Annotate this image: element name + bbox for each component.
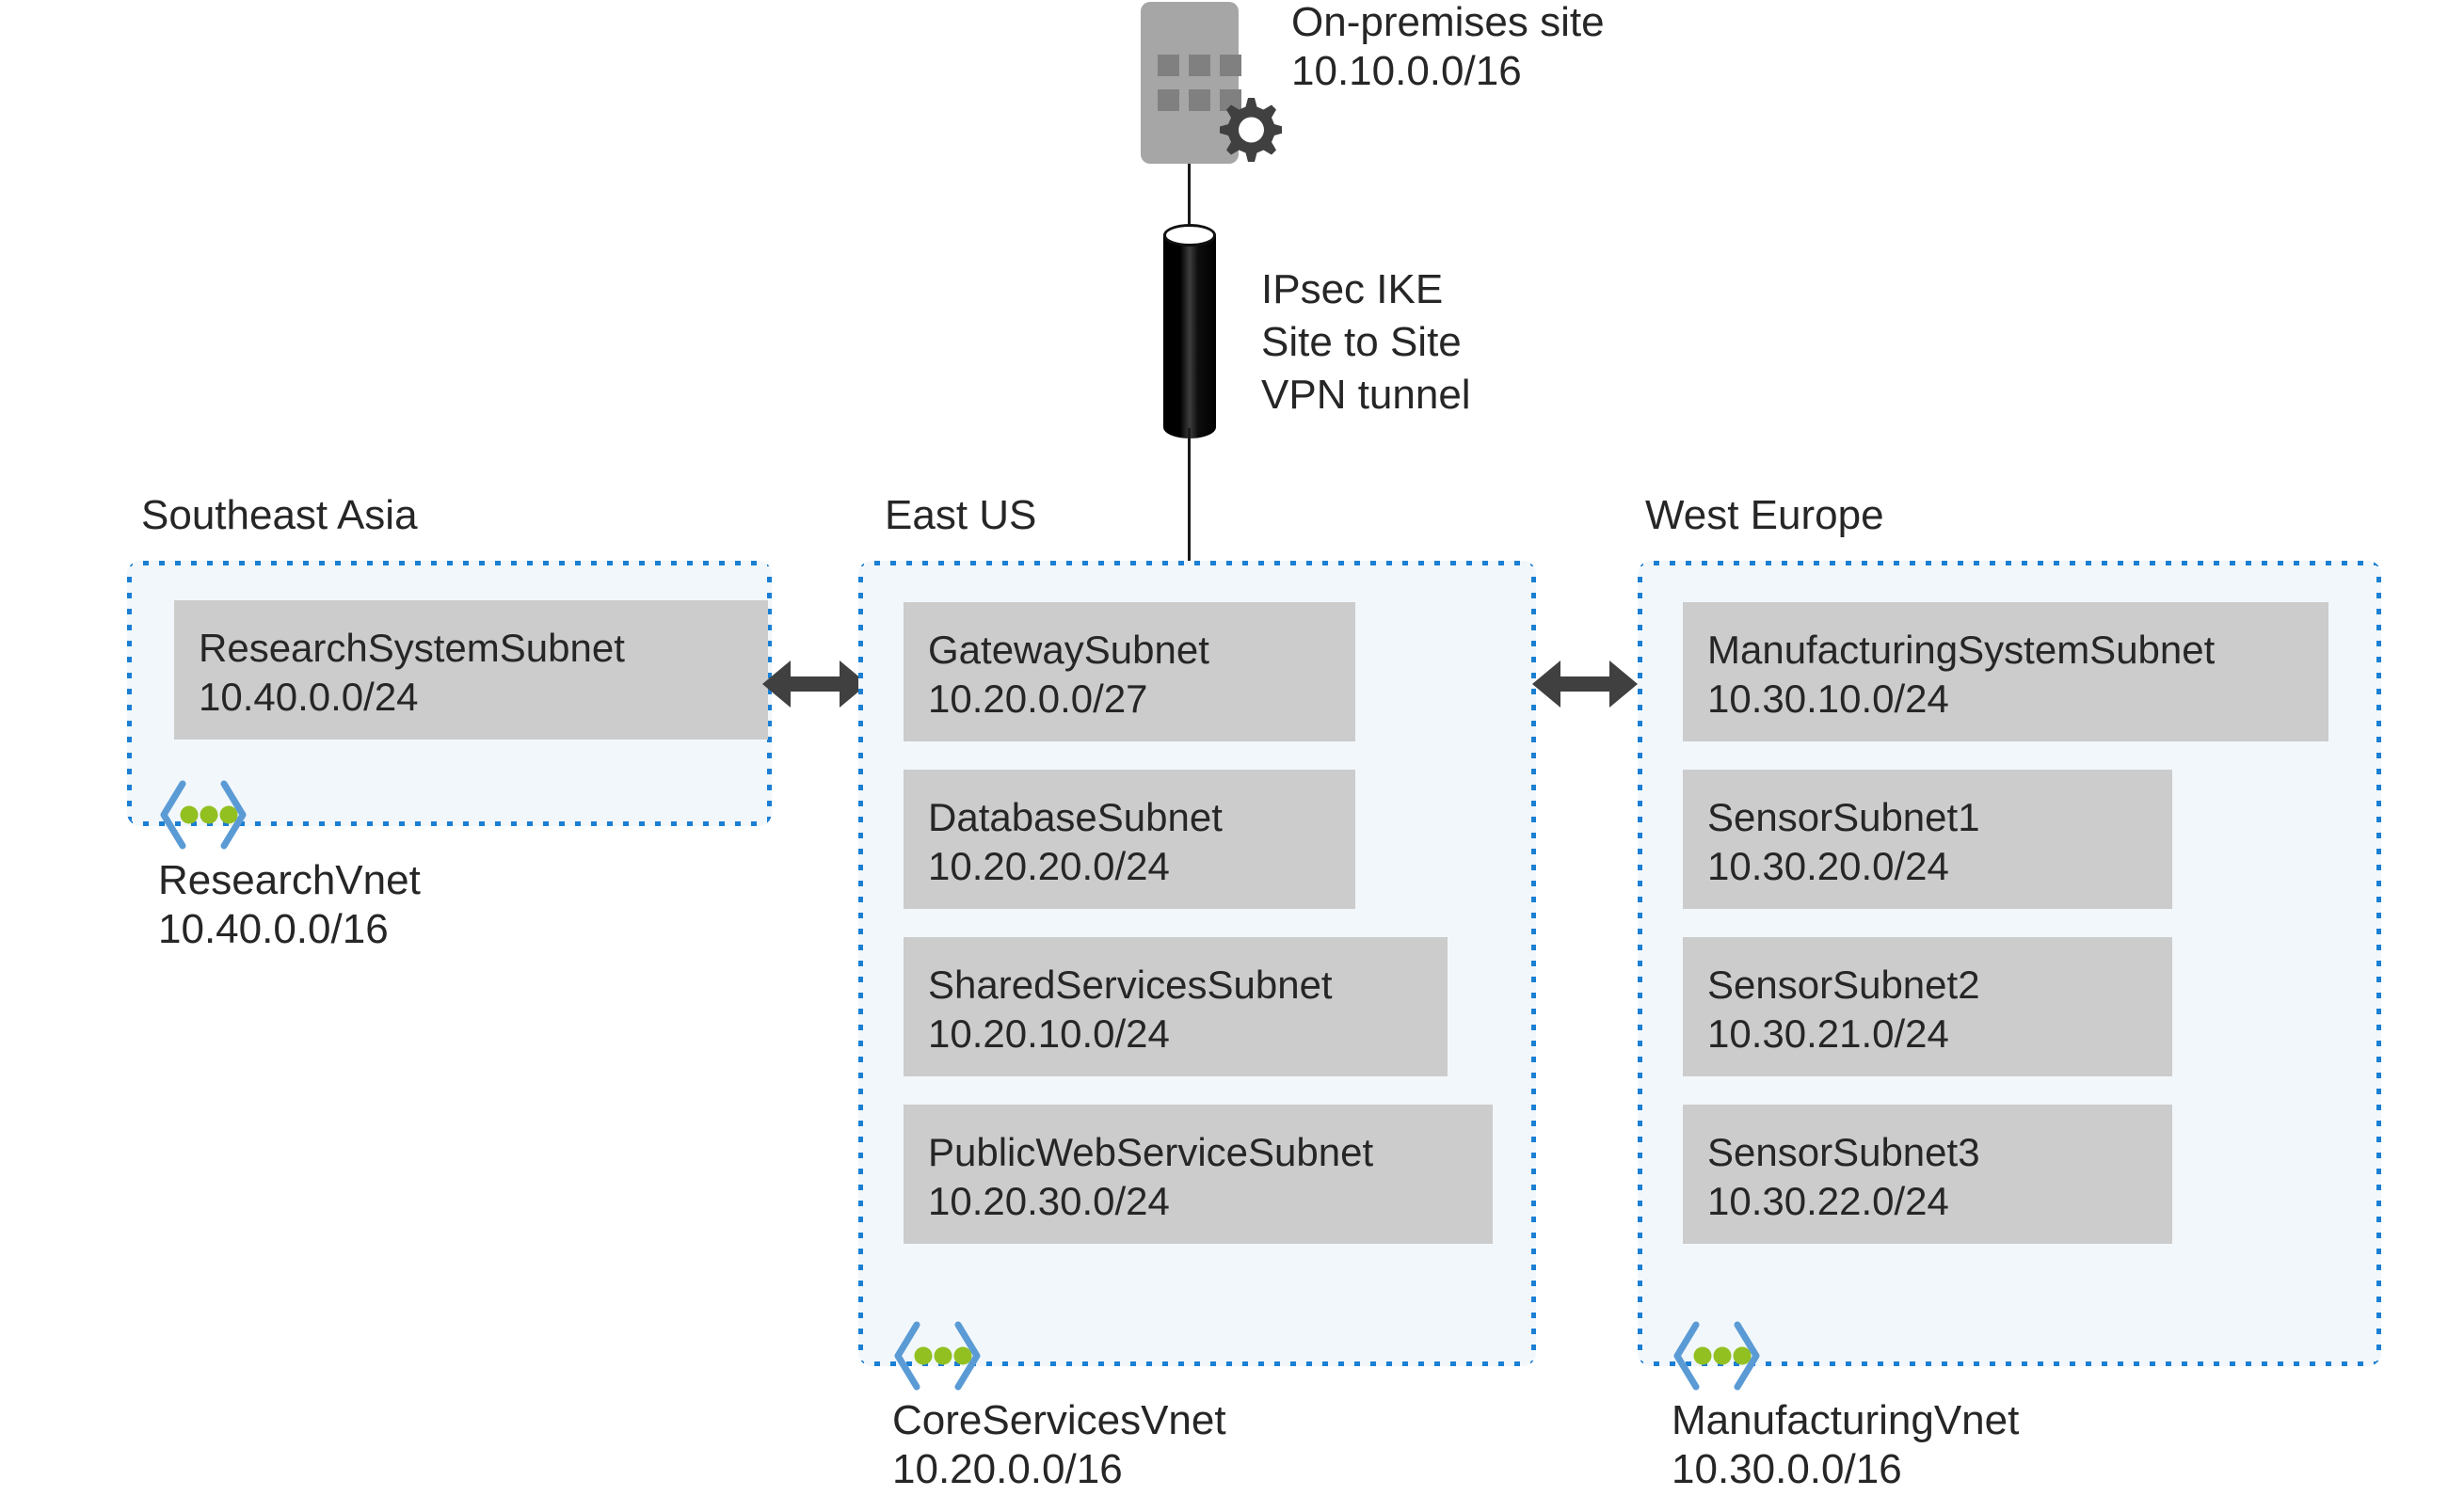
tunnel-cylinder-opening [1163, 224, 1216, 247]
subnet-cidr: 10.30.22.0/24 [1707, 1179, 1949, 1223]
building-window [1220, 55, 1241, 76]
vpn-connector-line-top [1188, 164, 1191, 230]
subnet-box-sensor-1[interactable]: SensorSubnet1 10.30.20.0/24 [1683, 770, 2172, 909]
subnet-name: ManufacturingSystemSubnet [1707, 628, 2216, 672]
vnet-cidr-manufacturing: 10.30.0.0/16 [1672, 1446, 1902, 1492]
subnet-box-database[interactable]: DatabaseSubnet 10.20.20.0/24 [904, 770, 1355, 909]
vnet-icon [894, 1321, 981, 1391]
vpn-tunnel-label-line1: IPsec IKE [1261, 266, 1444, 312]
subnet-box-research-system[interactable]: ResearchSystemSubnet 10.40.0.0/24 [174, 600, 768, 740]
region-label-east-us: East US [885, 492, 1037, 538]
subnet-cidr: 10.30.21.0/24 [1707, 1011, 1949, 1056]
vnet-icon [1673, 1321, 1760, 1391]
building-window [1189, 89, 1210, 111]
subnet-box-gateway[interactable]: GatewaySubnet 10.20.0.0/27 [904, 602, 1355, 741]
subnet-name: SensorSubnet3 [1707, 1130, 1980, 1174]
building-window [1158, 89, 1179, 111]
vnet-container-core-services[interactable]: GatewaySubnet 10.20.0.0/27 DatabaseSubne… [858, 561, 1536, 1366]
subnet-box-sensor-2[interactable]: SensorSubnet2 10.30.21.0/24 [1683, 937, 2172, 1076]
region-label-southeast-asia: Southeast Asia [141, 492, 418, 538]
subnet-name: DatabaseSubnet [928, 795, 1223, 839]
vnet-icon [160, 780, 247, 850]
subnet-name: PublicWebServiceSubnet [928, 1130, 1374, 1174]
subnet-cidr: 10.30.20.0/24 [1707, 844, 1949, 888]
subnet-box-shared-services[interactable]: SharedServicesSubnet 10.20.10.0/24 [904, 937, 1448, 1076]
subnet-cidr: 10.20.20.0/24 [928, 844, 1170, 888]
on-premises-site-cidr: 10.10.0.0/16 [1291, 48, 1522, 94]
peering-arrow-east-us-west-europe[interactable] [1532, 649, 1638, 719]
vpn-tunnel-label-line2: Site to Site [1261, 319, 1462, 365]
subnet-name: SensorSubnet2 [1707, 963, 1980, 1007]
vpn-connector-line-bottom [1188, 428, 1191, 579]
vpn-tunnel-icon [1163, 224, 1216, 438]
vnet-name-manufacturing: ManufacturingVnet [1672, 1397, 2020, 1443]
subnet-name: ResearchSystemSubnet [199, 626, 625, 670]
subnet-box-manufacturing-system[interactable]: ManufacturingSystemSubnet 10.30.10.0/24 [1683, 602, 2328, 741]
building-window [1220, 89, 1241, 111]
peering-arrow-southeast-asia-east-us[interactable] [762, 649, 868, 719]
vnet-cidr-core-services: 10.20.0.0/16 [892, 1446, 1123, 1492]
on-premises-building-icon [1141, 2, 1241, 164]
subnet-name: GatewaySubnet [928, 628, 1209, 672]
vnet-cidr-research: 10.40.0.0/16 [158, 906, 389, 952]
vpn-tunnel-label-line3: VPN tunnel [1261, 372, 1471, 418]
building-window [1158, 55, 1179, 76]
vnet-container-research[interactable]: ResearchSystemSubnet 10.40.0.0/24 [127, 561, 772, 826]
vnet-name-research: ResearchVnet [158, 857, 421, 903]
subnet-cidr: 10.20.30.0/24 [928, 1179, 1170, 1223]
gear-icon [1220, 98, 1282, 162]
vnet-name-core-services: CoreServicesVnet [892, 1397, 1226, 1443]
on-premises-site-name: On-premises site [1291, 0, 1605, 45]
subnet-box-public-web-service[interactable]: PublicWebServiceSubnet 10.20.30.0/24 [904, 1105, 1493, 1244]
building-window [1189, 55, 1210, 76]
subnet-name: SharedServicesSubnet [928, 963, 1333, 1007]
region-label-west-europe: West Europe [1645, 492, 1884, 538]
building-body [1141, 2, 1239, 164]
tunnel-cylinder-body [1163, 235, 1216, 438]
subnet-cidr: 10.20.10.0/24 [928, 1011, 1170, 1056]
subnet-cidr: 10.20.0.0/27 [928, 676, 1148, 721]
subnet-name: SensorSubnet1 [1707, 795, 1980, 839]
subnet-box-sensor-3[interactable]: SensorSubnet3 10.30.22.0/24 [1683, 1105, 2172, 1244]
subnet-cidr: 10.30.10.0/24 [1707, 676, 1949, 721]
vnet-container-manufacturing[interactable]: ManufacturingSystemSubnet 10.30.10.0/24 … [1638, 561, 2381, 1366]
subnet-cidr: 10.40.0.0/24 [199, 675, 419, 719]
